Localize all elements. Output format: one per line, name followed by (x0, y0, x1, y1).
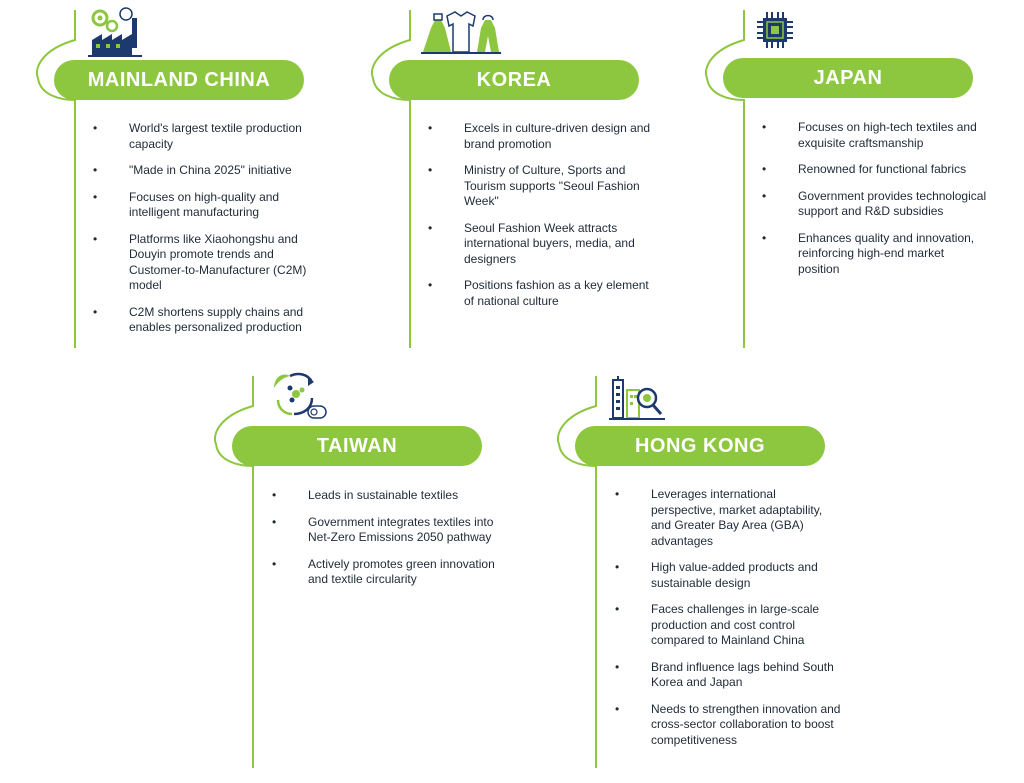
list-item: •C2M shortens supply chains and enables … (93, 304, 304, 335)
list-item: •Enhances quality and innovation, reinfo… (762, 230, 975, 276)
bullet-text: "Made in China 2025" initiative (129, 163, 292, 177)
list-item: •Needs to strengthen innovation and cros… (615, 701, 841, 747)
region-korea: KOREA •Excels in culture-driven design a… (335, 0, 675, 360)
bullet-text: Leads in sustainable textiles (308, 488, 459, 502)
list-item: •Leads in sustainable textiles (272, 488, 459, 502)
factory-gears-icon (86, 4, 146, 58)
fashion-clothing-icon (421, 10, 501, 54)
bullet-text: Platforms like Xiaohongshu and Douyin pr… (129, 231, 307, 293)
city-magnifier-icon (609, 376, 665, 420)
bullet-text: Enhances quality and innovation, reinfor… (798, 230, 975, 276)
bracket-line (705, 10, 745, 348)
region-taiwan: TAIWAN •Leads in sustainable textiles •G… (178, 366, 518, 776)
bracket-line (371, 10, 411, 348)
bullet-text: Needs to strengthen innovation and cross… (651, 701, 841, 747)
bullet-text: C2M shortens supply chains and enables p… (129, 304, 304, 335)
bullet-text: Seoul Fashion Week attracts internationa… (464, 220, 635, 266)
list-item: •"Made in China 2025" initiative (93, 163, 292, 177)
bullet-text: Actively promotes green innovation and t… (308, 556, 495, 587)
list-item: •Excels in culture-driven design and bra… (428, 121, 651, 151)
microchip-icon (755, 10, 795, 50)
region-japan: JAPAN •Focuses on high-tech textiles and… (669, 0, 1009, 360)
list-item: •Faces challenges in large-scale product… (615, 602, 820, 647)
region-mainland-china: MAINLAND CHINA •World's largest textile … (0, 0, 340, 360)
bullet-list: •Focuses on high-tech textiles and exqui… (762, 120, 988, 288)
list-item: •Platforms like Xiaohongshu and Douyin p… (93, 231, 307, 293)
bullet-text: Faces challenges in large-scale producti… (651, 602, 820, 647)
list-item: •Focuses on high-tech textiles and exqui… (762, 120, 977, 150)
list-item: •Brand influence lags behind South Korea… (615, 659, 834, 690)
bullet-text: Excels in culture-driven design and bran… (464, 121, 651, 151)
bracket-line (557, 376, 597, 768)
region-title-pill: TAIWAN (232, 426, 482, 466)
bracket-line (214, 376, 254, 768)
region-title-pill: HONG KONG (575, 426, 825, 466)
bullet-list: •Leverages international perspective, ma… (615, 487, 841, 759)
list-item: •High value-added products and sustainab… (615, 560, 818, 590)
list-item: •Leverages international perspective, ma… (615, 487, 823, 548)
bullet-text: Government provides technological suppor… (798, 188, 987, 219)
bullet-text: Focuses on high-tech textiles and exquis… (798, 120, 977, 150)
list-item: •Seoul Fashion Week attracts internation… (428, 220, 635, 266)
recycle-textile-icon (268, 370, 328, 422)
region-title-pill: MAINLAND CHINA (54, 60, 304, 100)
bullet-list: •Leads in sustainable textiles •Governme… (272, 488, 503, 599)
bullet-text: World's largest textile production capac… (129, 121, 302, 151)
region-title-pill: KOREA (389, 60, 639, 100)
bullet-text: Ministry of Culture, Sports and Tourism … (464, 163, 640, 208)
list-item: •Positions fashion as a key element of n… (428, 278, 649, 308)
bullet-text: Renowned for functional fabrics (798, 162, 967, 176)
region-title-pill: JAPAN (723, 58, 973, 98)
list-item: •Actively promotes green innovation and … (272, 556, 495, 587)
bracket-line (36, 10, 76, 348)
bullet-text: Positions fashion as a key element of na… (464, 278, 649, 308)
bullet-list: •World's largest textile production capa… (93, 121, 319, 347)
bullet-text: Leverages international perspective, mar… (651, 487, 823, 548)
bullet-list: •Excels in culture-driven design and bra… (428, 121, 659, 320)
list-item: •World's largest textile production capa… (93, 121, 302, 151)
bullet-text: High value-added products and sustainabl… (651, 560, 818, 590)
list-item: •Renowned for functional fabrics (762, 162, 967, 176)
bullet-text: Focuses on high-quality and intelligent … (129, 189, 280, 220)
bullet-text: Government integrates textiles into Net-… (308, 514, 494, 545)
list-item: •Government integrates textiles into Net… (272, 514, 494, 545)
region-hong-kong: HONG KONG •Leverages international persp… (521, 366, 861, 776)
list-item: •Ministry of Culture, Sports and Tourism… (428, 163, 640, 208)
list-item: •Government provides technological suppo… (762, 188, 987, 219)
list-item: •Focuses on high-quality and intelligent… (93, 189, 280, 220)
bullet-text: Brand influence lags behind South Korea … (651, 659, 834, 690)
